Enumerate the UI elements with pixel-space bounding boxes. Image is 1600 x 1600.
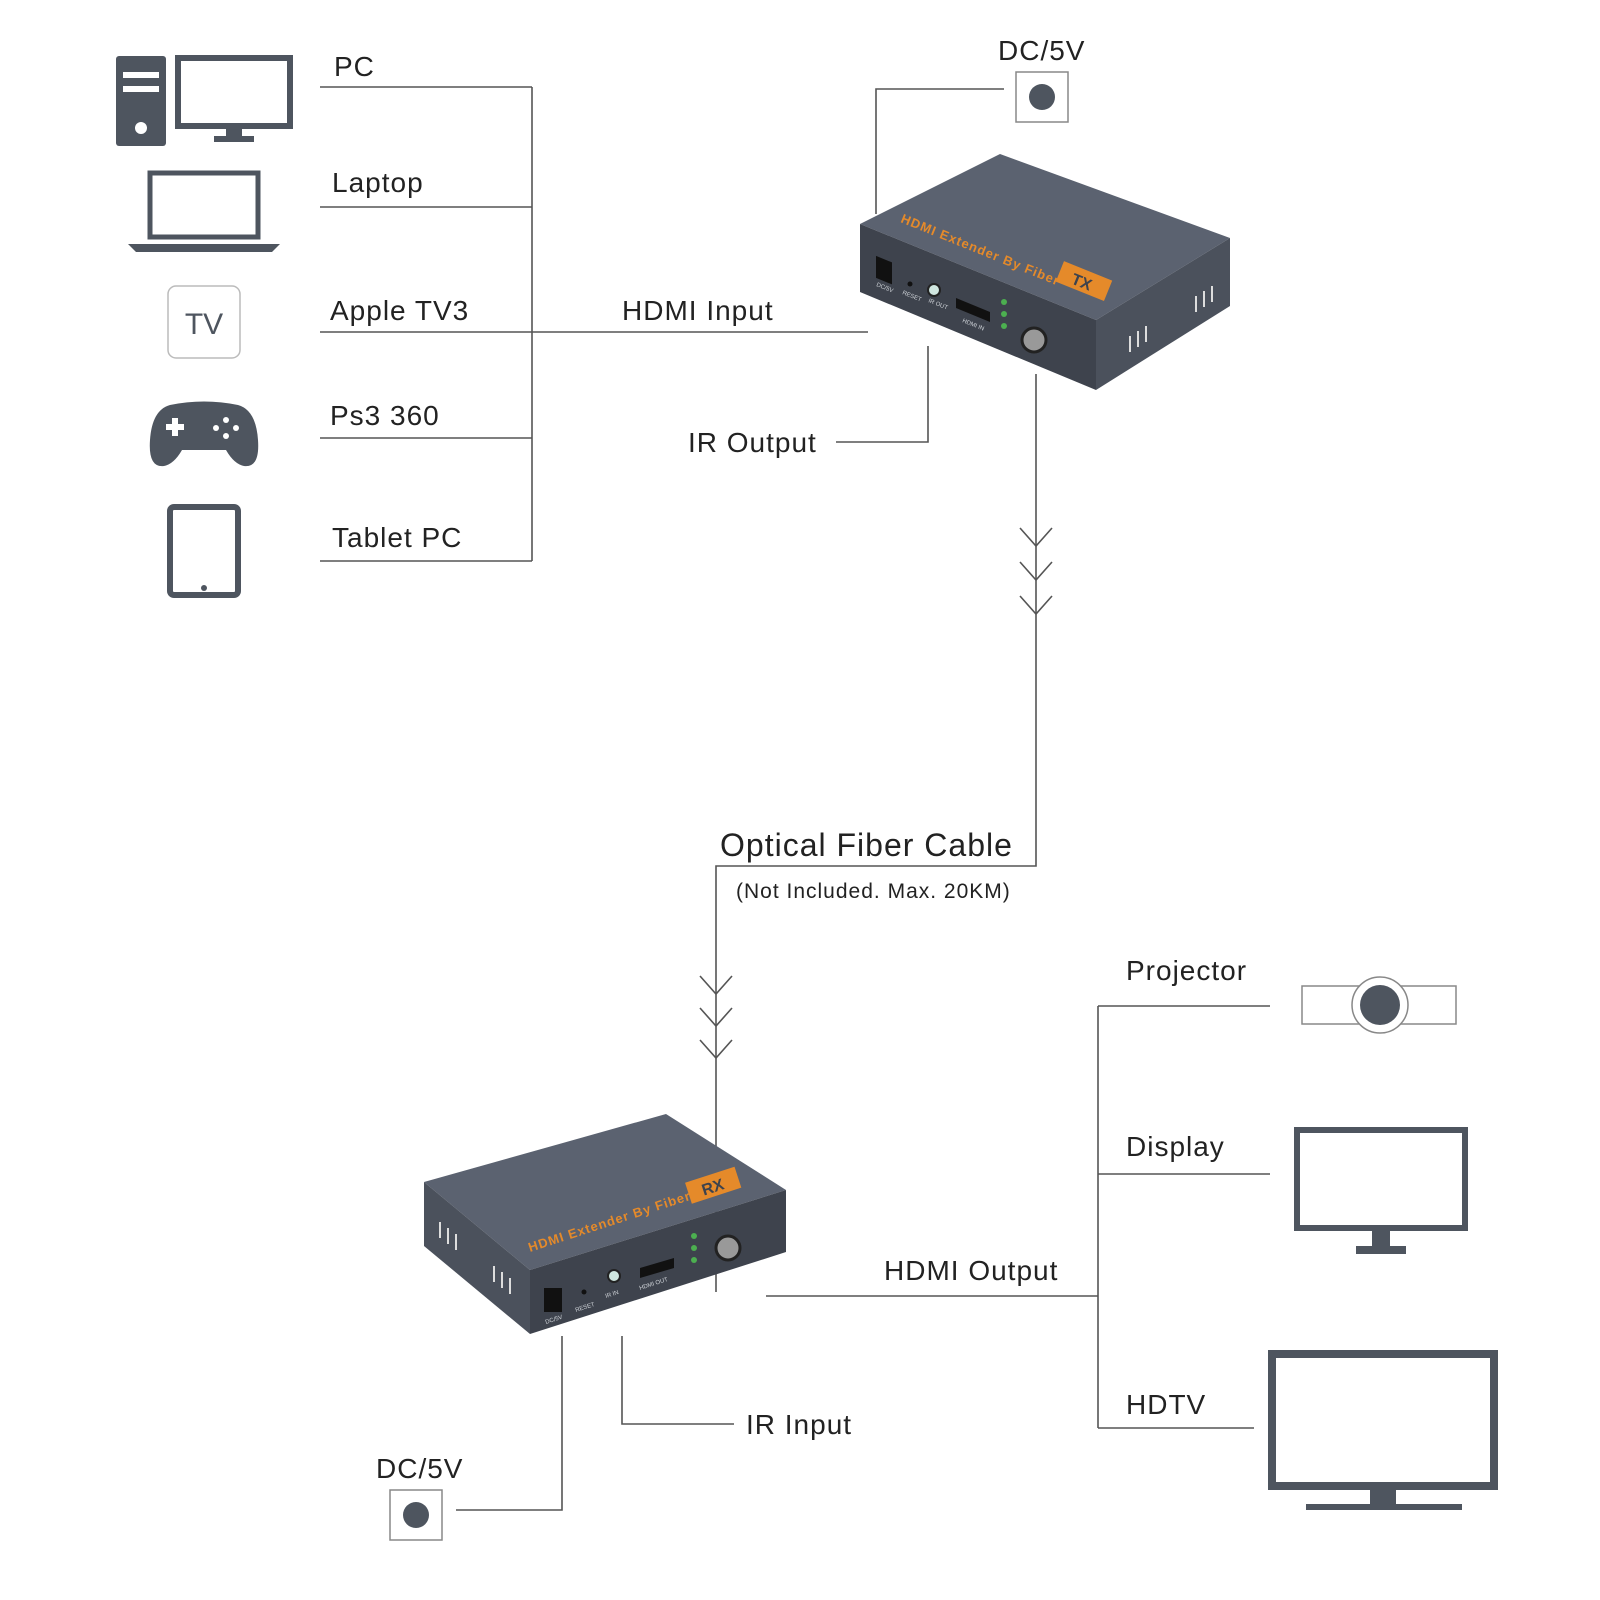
ir-input-label: IR Input (746, 1409, 852, 1440)
rx-unit-tag: RX (685, 1166, 742, 1204)
rx-port-ir-label: IR IN (605, 1290, 620, 1300)
rx-power-wire (456, 1336, 563, 1511)
tx-led-1 (1001, 299, 1007, 305)
tv-badge-text: TV (185, 308, 223, 341)
tx-led-3 (1001, 323, 1007, 329)
rx-port-dc-label: DC/5V (545, 1315, 564, 1326)
projector-label: Projector (1126, 955, 1247, 986)
tx-unit-tag-text: TX (1069, 271, 1095, 295)
ir-input-wire (621, 1336, 734, 1425)
tx-power-socket-icon (1015, 71, 1069, 123)
tx-unit-tag: TX (1055, 261, 1113, 302)
rx-ir-port (607, 1269, 621, 1283)
tablet-label: Tablet PC (332, 522, 462, 553)
ir-output-wire (836, 346, 929, 443)
rx-power-label: DC/5V (376, 1453, 463, 1484)
hdtv-icon (1268, 1350, 1498, 1510)
tx-ir-port (927, 283, 941, 297)
output-bus-wires (1097, 1005, 1270, 1429)
laptop-label: Laptop (332, 167, 424, 198)
tv-badge-icon: TV (167, 285, 241, 359)
rx-port-reset-label: RESET (575, 1302, 596, 1314)
hdmi-input-label: HDMI Input (622, 295, 774, 326)
tx-power-wire (875, 88, 1004, 214)
tx-fiber-port (1020, 326, 1048, 354)
tx-hdmi-port (956, 298, 990, 322)
pc-label: PC (334, 51, 375, 82)
tx-reset-button (907, 281, 913, 287)
fiber-downlink-tx (699, 374, 1053, 1292)
appletv-label: Apple TV3 (330, 295, 469, 326)
rx-hdmi-port (640, 1258, 674, 1278)
rx-led-2 (691, 1245, 697, 1251)
rx-dc-port (544, 1288, 562, 1312)
pc-icon (116, 55, 293, 146)
ps3-label: Ps3 360 (330, 400, 440, 431)
tablet-icon (167, 504, 241, 598)
laptop-icon (128, 170, 280, 252)
receiver-device: HDMI Extender By Fiber RX DC/5V RESET IR… (424, 1114, 786, 1334)
rx-led-3 (691, 1257, 697, 1263)
rx-side-vents (439, 1222, 511, 1294)
tx-power-label: DC/5V (998, 35, 1085, 66)
cable-title: Optical Fiber Cable (720, 827, 1013, 863)
transmitter-device: HDMI Extender By Fiber TX DC/5V RESET IR… (860, 154, 1230, 390)
tx-led-2 (1001, 311, 1007, 317)
source-bus-wires (320, 86, 868, 562)
display-icon (1294, 1127, 1468, 1254)
rx-reset-button (581, 1289, 587, 1295)
tx-dc-port (876, 255, 892, 285)
hdtv-label: HDTV (1126, 1389, 1206, 1420)
tx-side-vents (1129, 286, 1213, 352)
cable-note: (Not Included. Max. 20KM) (736, 880, 1011, 903)
rx-power-socket-icon (389, 1489, 443, 1541)
rx-fiber-port (714, 1234, 742, 1262)
display-label: Display (1126, 1131, 1225, 1162)
rx-unit-tag-text: RX (700, 1176, 727, 1199)
hdmi-output-label: HDMI Output (884, 1255, 1058, 1286)
rx-led-1 (691, 1233, 697, 1239)
gamepad-icon (149, 401, 259, 467)
projector-icon (1301, 976, 1457, 1034)
ir-output-label: IR Output (688, 427, 817, 458)
